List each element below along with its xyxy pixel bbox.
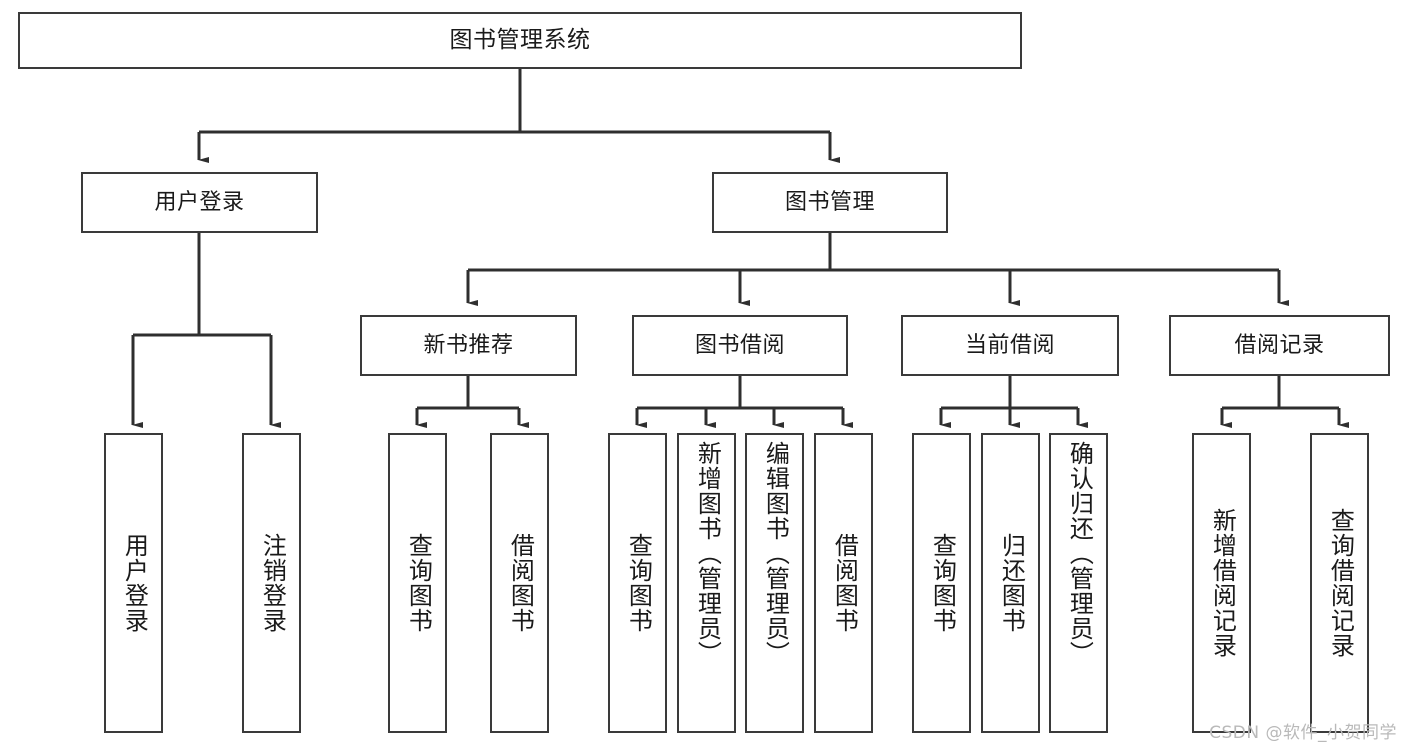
leaf-borrow-book[interactable]: 借阅图书 [814, 433, 873, 733]
leaf-confirm-return-admin[interactable]: 确认归还（管理员） [1049, 433, 1108, 733]
csdn-watermark: CSDN @软件_小贺同学 [1209, 723, 1397, 743]
node-label: 借阅图书 [506, 533, 535, 633]
node-label: 图书借阅 [694, 332, 785, 358]
node-label: 归还图书 [997, 533, 1026, 633]
node-label: 查询借阅记录 [1326, 508, 1355, 658]
node-current-borrow[interactable]: 当前借阅 [901, 315, 1119, 376]
node-label: 确认归还（管理员） [1065, 441, 1094, 666]
leaf-return-book[interactable]: 归还图书 [981, 433, 1040, 733]
node-label: 查询图书 [404, 533, 433, 633]
node-book-management[interactable]: 图书管理 [712, 172, 948, 233]
node-root-system[interactable]: 图书管理系统 [18, 12, 1022, 69]
node-label: 新增图书（管理员） [693, 441, 722, 666]
leaf-borrow-book-recommend[interactable]: 借阅图书 [490, 433, 549, 733]
node-label: 查询图书 [928, 533, 957, 633]
node-new-book-recommend[interactable]: 新书推荐 [360, 315, 577, 376]
leaf-add-book-admin[interactable]: 新增图书（管理员） [677, 433, 736, 733]
node-label: 借阅图书 [830, 533, 859, 633]
node-book-borrow[interactable]: 图书借阅 [632, 315, 848, 376]
node-label: 注销登录 [258, 533, 287, 633]
leaf-add-borrow-record[interactable]: 新增借阅记录 [1192, 433, 1251, 733]
node-label: 查询图书 [624, 533, 653, 633]
leaf-query-borrow-record[interactable]: 查询借阅记录 [1310, 433, 1369, 733]
node-label: 借阅记录 [1234, 332, 1325, 358]
leaf-user-login[interactable]: 用户登录 [104, 433, 163, 733]
node-label: 用户登录 [154, 189, 245, 215]
node-label: 新书推荐 [423, 332, 514, 358]
node-label: 当前借阅 [964, 332, 1055, 358]
leaf-user-logout[interactable]: 注销登录 [242, 433, 301, 733]
leaf-query-book-current[interactable]: 查询图书 [912, 433, 971, 733]
node-label: 新增借阅记录 [1208, 508, 1237, 658]
leaf-query-book-borrow[interactable]: 查询图书 [608, 433, 667, 733]
node-user-login[interactable]: 用户登录 [81, 172, 318, 233]
leaf-query-book-recommend[interactable]: 查询图书 [388, 433, 447, 733]
leaf-edit-book-admin[interactable]: 编辑图书（管理员） [745, 433, 804, 733]
node-label: 用户登录 [120, 533, 149, 633]
node-label: 图书管理系统 [449, 26, 591, 53]
node-label: 编辑图书（管理员） [761, 441, 790, 666]
node-label: 图书管理 [784, 189, 875, 215]
node-borrow-record[interactable]: 借阅记录 [1169, 315, 1390, 376]
